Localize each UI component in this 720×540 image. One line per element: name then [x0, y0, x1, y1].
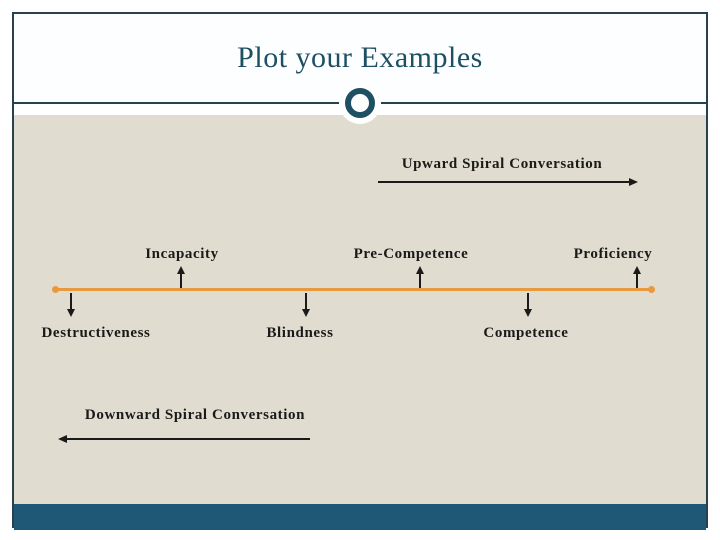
upward-spiral-arrow: [378, 178, 638, 186]
footer-bar: [14, 504, 706, 530]
timeline-endpoint-right-icon: [648, 286, 655, 293]
arrow-shaft: [527, 293, 529, 309]
down-arrow-competence: [523, 293, 533, 317]
slide-header: Plot your Examples: [14, 14, 706, 124]
down-arrow-blindness: [301, 293, 311, 317]
arrow-right-icon: [629, 178, 638, 186]
downward-spiral-label: Downward Spiral Conversation: [84, 407, 306, 423]
stage-label-destructiveness: Destructiveness: [41, 325, 151, 341]
competence-timeline: [52, 286, 655, 293]
page-title: Plot your Examples: [237, 41, 483, 74]
arrow-up-icon: [633, 266, 641, 274]
up-arrow-proficiency: [632, 266, 642, 288]
arrow-shaft: [419, 274, 421, 288]
stage-label-competence: Competence: [483, 325, 569, 341]
diagram-area: Upward Spiral Conversation Incapacity Pr…: [14, 115, 706, 504]
arrow-left-icon: [58, 435, 67, 443]
timeline-endpoint-left-icon: [52, 286, 59, 293]
arrow-up-icon: [177, 266, 185, 274]
upward-spiral-label: Upward Spiral Conversation: [401, 156, 603, 172]
circle-ornament-ring: [345, 88, 375, 118]
arrow-up-icon: [416, 266, 424, 274]
arrow-shaft: [636, 274, 638, 288]
up-arrow-pre-competence: [415, 266, 425, 288]
downward-spiral-arrow: [58, 435, 310, 443]
arrow-shaft: [180, 274, 182, 288]
up-arrow-incapacity: [176, 266, 186, 288]
arrow-down-icon: [67, 309, 75, 317]
down-arrow-destructiveness: [66, 293, 76, 317]
stage-label-pre-competence: Pre-Competence: [353, 246, 469, 262]
stage-label-proficiency: Proficiency: [573, 246, 653, 262]
arrow-shaft: [305, 293, 307, 309]
circle-ornament-icon: [339, 82, 381, 124]
stage-label-blindness: Blindness: [266, 325, 334, 341]
slide: Plot your Examples Upward Spiral Convers…: [12, 12, 708, 530]
arrow-shaft: [70, 293, 72, 309]
arrow-down-icon: [524, 309, 532, 317]
stage-label-incapacity: Incapacity: [145, 246, 219, 262]
arrow-down-icon: [302, 309, 310, 317]
arrow-shaft: [67, 438, 310, 440]
arrow-shaft: [378, 181, 629, 183]
